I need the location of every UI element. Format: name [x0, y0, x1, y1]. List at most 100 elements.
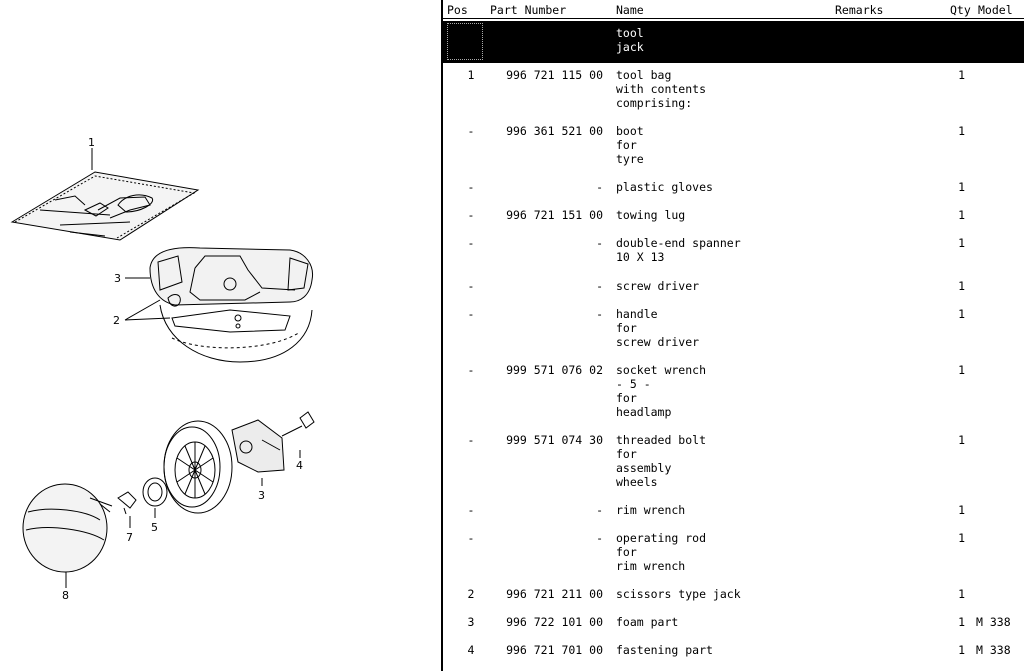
name-line: double-end spanner [616, 236, 741, 251]
cell-pos: - [467, 278, 475, 293]
cell-qty: 1 [958, 180, 965, 195]
name-line: socket wrench [616, 362, 707, 377]
cell-qty: 1 [958, 502, 965, 517]
header-part-number[interactable]: Part Number [490, 3, 567, 17]
cell-qty: 1 [958, 306, 965, 321]
cell-name: towing lug [616, 208, 685, 222]
name-line: operating rod [616, 531, 707, 545]
cell-name: rim wrench [616, 503, 685, 517]
name-line: rim wrench [616, 502, 686, 517]
name-line: boot [616, 124, 644, 139]
parts-table: Pos Part Number Name Remarks Qty Model t… [443, 0, 1024, 671]
header-name[interactable]: Name [616, 3, 644, 17]
cell-part-number: 996 721 115 00 [506, 68, 603, 82]
cell-qty: 1 [958, 643, 965, 658]
name-line: plastic gloves [616, 180, 713, 195]
name-line: foam part [616, 615, 679, 630]
name-line: for [616, 138, 637, 153]
header-remarks[interactable]: Remarks [835, 3, 884, 17]
name-line: handle [616, 306, 658, 321]
cell-pos: - [467, 236, 475, 251]
callout-3: 3 [114, 272, 121, 285]
cell-pos: - [467, 180, 475, 195]
cell-pos: 3 [467, 615, 475, 630]
cell-model: M 338 [976, 615, 1011, 630]
header-model[interactable]: Model [978, 3, 1013, 17]
header-pos[interactable]: Pos [447, 3, 468, 17]
cell-pos: - [467, 432, 475, 447]
name-line: fastening part [616, 643, 713, 658]
cell-name: screw driver [616, 279, 699, 293]
name-line: headlamp [616, 404, 672, 419]
callout-5: 5 [151, 521, 158, 534]
cell-qty: 1 [958, 587, 965, 602]
name-line: assembly [616, 460, 672, 475]
cell-pos: - [467, 502, 475, 517]
cell-name: foam part [616, 615, 678, 629]
name-line: tool bag [616, 68, 672, 82]
cell-name: plastic gloves [616, 180, 713, 194]
callout-4: 4 [296, 459, 303, 472]
cell-pos: - [467, 124, 475, 139]
cell-part-number: - [596, 236, 603, 251]
name-line: scissors type jack [616, 587, 741, 602]
cell-name: scissors type jack [616, 587, 741, 601]
name-line: - 5 - [616, 376, 651, 391]
name-line: for [616, 390, 637, 405]
cell-part-number: - [596, 278, 603, 293]
name-line: comprising: [616, 96, 693, 110]
cell-part-number: - [596, 502, 603, 517]
cell-model: M 338 [976, 643, 1011, 658]
cell-part-number: 996 721 211 00 [506, 587, 603, 602]
cell-pos: 4 [467, 643, 475, 658]
cell-name: fastening part [616, 643, 713, 657]
cell-qty: 1 [958, 68, 965, 82]
group-header-row[interactable]: tool jack [443, 21, 1024, 63]
cell-qty: 1 [958, 236, 965, 251]
callout-1: 1 [88, 136, 95, 149]
cell-qty: 1 [958, 208, 965, 223]
tool-bag-drawing [10, 171, 200, 241]
callout-7: 7 [126, 531, 133, 544]
name-line: tyre [616, 152, 644, 167]
name-line: for [616, 545, 637, 559]
wheel-cover-drawing [22, 483, 113, 573]
cell-pos: - [467, 208, 475, 223]
name-line: 10 X 13 [616, 250, 665, 265]
cell-pos: - [467, 531, 475, 545]
cell-part-number: 996 722 101 00 [506, 615, 603, 630]
ring-and-nut-drawing [117, 477, 168, 515]
panel-divider [441, 0, 443, 671]
cell-qty: 1 [958, 278, 965, 293]
group-title-line: jack [616, 40, 644, 54]
cell-pos: 2 [467, 587, 475, 602]
name-line: for [616, 320, 637, 335]
cell-qty: 1 [958, 615, 965, 630]
cell-pos: - [467, 306, 475, 321]
name-line: screw driver [616, 278, 700, 293]
cell-qty: 1 [958, 531, 965, 545]
road-wheel-drawing [163, 411, 315, 514]
jack-and-foam-drawing [149, 247, 314, 363]
name-line: screw driver [616, 334, 700, 349]
header-qty[interactable]: Qty [950, 3, 971, 17]
cell-qty: 1 [958, 432, 965, 447]
parts-diagram: 1 2 3 3 4 5 7 8 [10, 136, 315, 602]
cell-part-number: 999 571 076 02 [506, 362, 603, 377]
callout-3-wheel: 3 [258, 489, 265, 502]
name-line: with contents [616, 82, 707, 96]
cell-part-number: 999 571 074 30 [506, 432, 603, 447]
cell-part-number: - [596, 180, 603, 195]
selection-cell[interactable] [447, 23, 483, 60]
name-line: for [616, 446, 637, 461]
cell-part-number: 996 721 151 00 [506, 208, 603, 223]
name-line: towing lug [616, 208, 686, 223]
cell-pos: 1 [467, 68, 475, 82]
